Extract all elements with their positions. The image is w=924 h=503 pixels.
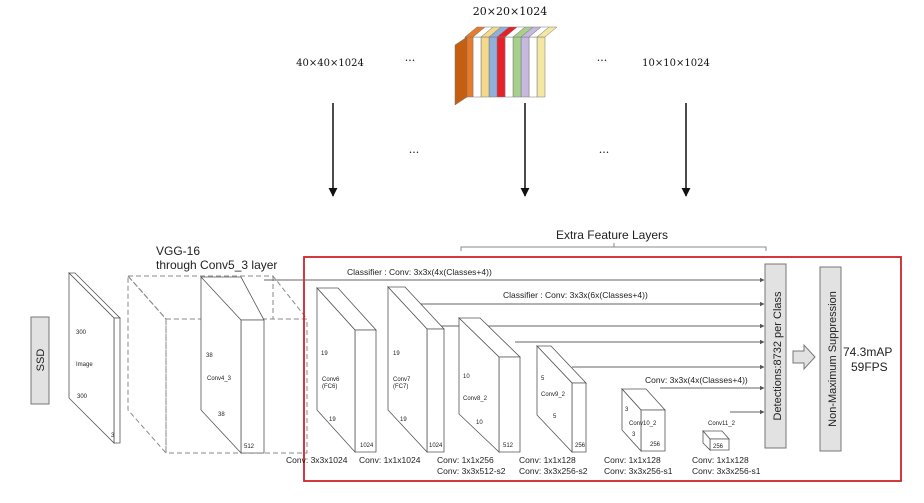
image-label: Image	[76, 362, 93, 368]
conv4-3-block	[200, 275, 265, 455]
fc6-width: 19	[329, 417, 336, 423]
cube-size-label: 20×20×1024	[473, 5, 547, 18]
conv4-label: Conv4_3	[207, 376, 232, 382]
fc7-width: 19	[400, 417, 407, 423]
bottom-conv-6b: Conv: 3x3x256-s1	[692, 466, 761, 476]
cube-slice-top	[464, 26, 486, 38]
classifier-label-1: Classifier : Conv: 3x3x(4x(Classes+4))	[347, 267, 492, 277]
conv8-height: 10	[463, 374, 470, 380]
ssd-title: SSD	[35, 349, 47, 372]
ellipsis-top-right: ···	[597, 54, 608, 67]
detections-box: Detections:8732 per Class	[764, 263, 787, 449]
vgg-title-line1: VGG-16	[156, 244, 200, 258]
ellipsis-mid-right: ···	[599, 146, 610, 159]
conv11-2-block	[702, 429, 730, 451]
nms-arrow	[792, 343, 816, 371]
cube-slice-front	[512, 36, 522, 98]
conv9-height: 5	[541, 376, 545, 382]
nms-label: Non-Maximum Suppression	[827, 291, 839, 427]
nms-box: Non-Maximum Suppression	[819, 266, 842, 452]
right-size-label: 10×10×1024	[642, 58, 710, 69]
extra-layers-highlight	[303, 256, 902, 482]
cube-slice-front	[488, 36, 498, 98]
detections-label: Detections:8732 per Class	[772, 291, 784, 421]
input-image-block	[68, 272, 121, 444]
map-score: 74.3mAP	[843, 345, 892, 359]
conv10-height: 3	[625, 407, 629, 413]
image-channels: 3	[111, 433, 115, 439]
conv10-width: 3	[632, 432, 636, 438]
conv9-2-block	[536, 344, 587, 454]
cube-slice-front	[528, 36, 538, 98]
conv9-width: 5	[553, 414, 557, 420]
fc7-height: 19	[393, 351, 400, 357]
vgg-title-line2: through Conv5_3 layer	[156, 258, 277, 272]
cube-slice-front	[496, 36, 506, 98]
cube-slice-front	[520, 36, 530, 98]
fc7-channels: 1024	[429, 443, 443, 449]
bottom-conv-2: Conv: 1x1x1024	[359, 455, 421, 465]
conv11-channels: 256	[713, 444, 724, 450]
vgg16-backbone	[126, 274, 309, 455]
conv8-label: Conv8_2	[463, 396, 488, 402]
bottom-conv-6a: Conv: 1x1x128	[692, 455, 749, 465]
conv4-height: 38	[206, 353, 213, 359]
conv8-2-block	[458, 317, 521, 453]
fc6-height: 19	[321, 351, 328, 357]
classifier-label-3: Conv: 3x3x(4x(Classes+4))	[645, 375, 748, 385]
fc7-label-1: Conv7	[393, 377, 411, 383]
feature-map-cube	[454, 26, 558, 106]
cube-left-face	[454, 36, 468, 106]
bottom-conv-5a: Conv: 1x1x128	[604, 455, 661, 465]
conv11-label: Conv11_2	[708, 421, 736, 427]
cube-slice-front	[472, 36, 482, 98]
fc7-label-2: (FC7)	[393, 384, 408, 390]
conv8-channels: 512	[503, 443, 514, 449]
conv10-2-block	[621, 387, 666, 453]
extra-layers-title: Extra Feature Layers	[556, 228, 668, 242]
ssd-label-box: SSD	[30, 316, 50, 405]
bottom-conv-4b: Conv: 3x3x256-s2	[519, 466, 588, 476]
conv6-fc6-block	[316, 286, 377, 454]
ellipsis-mid-left: ···	[409, 146, 420, 159]
bottom-conv-4a: Conv: 1x1x128	[519, 455, 576, 465]
cube-slice-front	[480, 36, 490, 98]
fps-score: 59FPS	[851, 360, 888, 374]
conv10-label: Conv10_2	[629, 421, 657, 427]
bottom-conv-5b: Conv: 3x3x256-s1	[604, 466, 673, 476]
cube-slice-front	[536, 36, 546, 98]
bottom-conv-1: Conv: 3x3x1024	[286, 455, 348, 465]
image-height: 300	[76, 330, 87, 336]
conv7-fc7-block	[387, 285, 445, 454]
classifier-label-2: Classifier : Conv: 3x3x(6x(Classes+4))	[503, 290, 648, 300]
image-width: 300	[77, 394, 88, 400]
fc6-channels: 1024	[360, 443, 374, 449]
fc6-label-2: (FC6)	[322, 384, 337, 390]
bottom-conv-3a: Conv: 1x1x256	[437, 455, 494, 465]
classifier-arrows	[264, 277, 765, 415]
conv4-width: 38	[218, 412, 225, 418]
bottom-conv-3b: Conv: 3x3x512-s2	[437, 466, 506, 476]
conv8-width: 10	[476, 420, 483, 426]
conv9-channels: 256	[575, 443, 586, 449]
conv4-channels: 512	[244, 444, 255, 450]
extra-layers-brace	[460, 243, 767, 251]
conv10-channels: 256	[650, 442, 661, 448]
cube-slice-front	[504, 36, 514, 98]
conv9-label: Conv9_2	[541, 392, 566, 398]
fc6-label-1: Conv6	[322, 377, 340, 383]
ellipsis-top-left: ···	[405, 54, 416, 67]
left-size-label: 40×40×1024	[296, 58, 364, 69]
